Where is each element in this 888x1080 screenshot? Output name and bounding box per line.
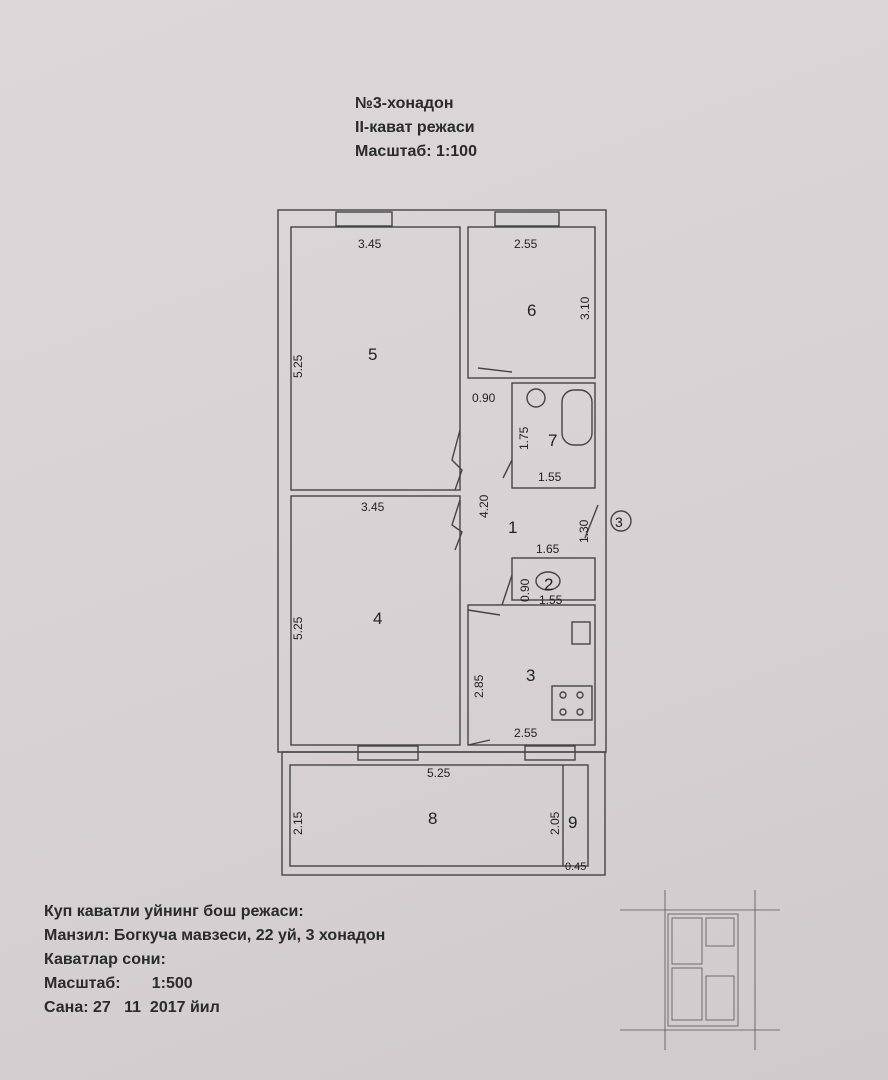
sink-icon [526,388,546,408]
dim-label: 3.45 [361,500,385,514]
plan-title: №3-хонадон II-кават режаси Масштаб: 1:10… [355,92,477,164]
dim-label: 1.75 [517,426,531,450]
room-3-outline [467,604,596,746]
apartment-number: №3-хонадон [355,95,454,112]
room-7-outline [511,382,596,489]
entrance-label: 3 [615,514,623,530]
room-1-label: 1 [508,518,517,537]
walls [277,209,632,876]
info-floors: Каватлар сони: [44,951,166,968]
window [335,211,393,227]
room-6-outline [467,226,596,379]
dim-label: 4.20 [477,494,491,518]
window [357,745,419,761]
scale-label: Масштаб: 1:100 [355,143,477,160]
info-date: Сана: 27 11 2017 йил [44,999,220,1016]
info-scale: Масштаб: 1:500 [44,975,193,992]
window [494,211,560,227]
dim-label: 5.25 [427,766,451,780]
dim-label: 0.90 [518,578,532,602]
dim-label: 3.45 [358,237,382,251]
info-address: Манзил: Богкуча мавзеси, 22 уй, 3 хонадо… [44,927,386,944]
kitchen-sink-icon [571,621,591,645]
dim-label: 1.55 [539,593,563,607]
dim-label: 2.55 [514,237,538,251]
stove-icon [551,685,593,721]
room-4-outline [290,495,461,746]
room-6-label: 6 [527,301,536,320]
balcony-outline [281,751,606,876]
dim-label: 2.05 [548,811,562,835]
dim-label: 1.30 [577,519,591,543]
toilet-icon [535,571,561,591]
room-2-outline [511,557,596,601]
dim-label: 3.10 [578,296,592,320]
site-plan-thumbnail [620,890,780,1050]
dim-label: 2.55 [514,726,538,740]
room-4-label: 4 [373,609,382,628]
entrance-marker [610,510,632,532]
info-heading: Куп каватли уйнинг бош режаси: [44,903,304,920]
dim-label: 1.55 [538,470,562,484]
room-7-label: 7 [548,431,557,450]
dim-label: 0.45 [565,861,586,873]
room-3-label: 3 [526,666,535,685]
dim-label: 2.15 [291,811,305,835]
dim-label: 0.90 [472,391,496,405]
room-8-label: 8 [428,809,437,828]
room-9-label: 9 [568,813,577,832]
dim-label: 5.25 [291,354,305,378]
dim-label: 2.85 [472,674,486,698]
room-5-label: 5 [368,345,377,364]
floor-label: II-кават режаси [355,119,475,136]
room-2-label: 2 [544,575,553,594]
dim-label: 5.25 [291,616,305,640]
room-5-outline [290,226,461,491]
window [524,745,576,761]
dim-label: 1.65 [536,542,560,556]
plan-info: Куп каватли уйнинг бош режаси: Манзил: Б… [44,900,385,1020]
bathtub-icon [561,389,593,446]
